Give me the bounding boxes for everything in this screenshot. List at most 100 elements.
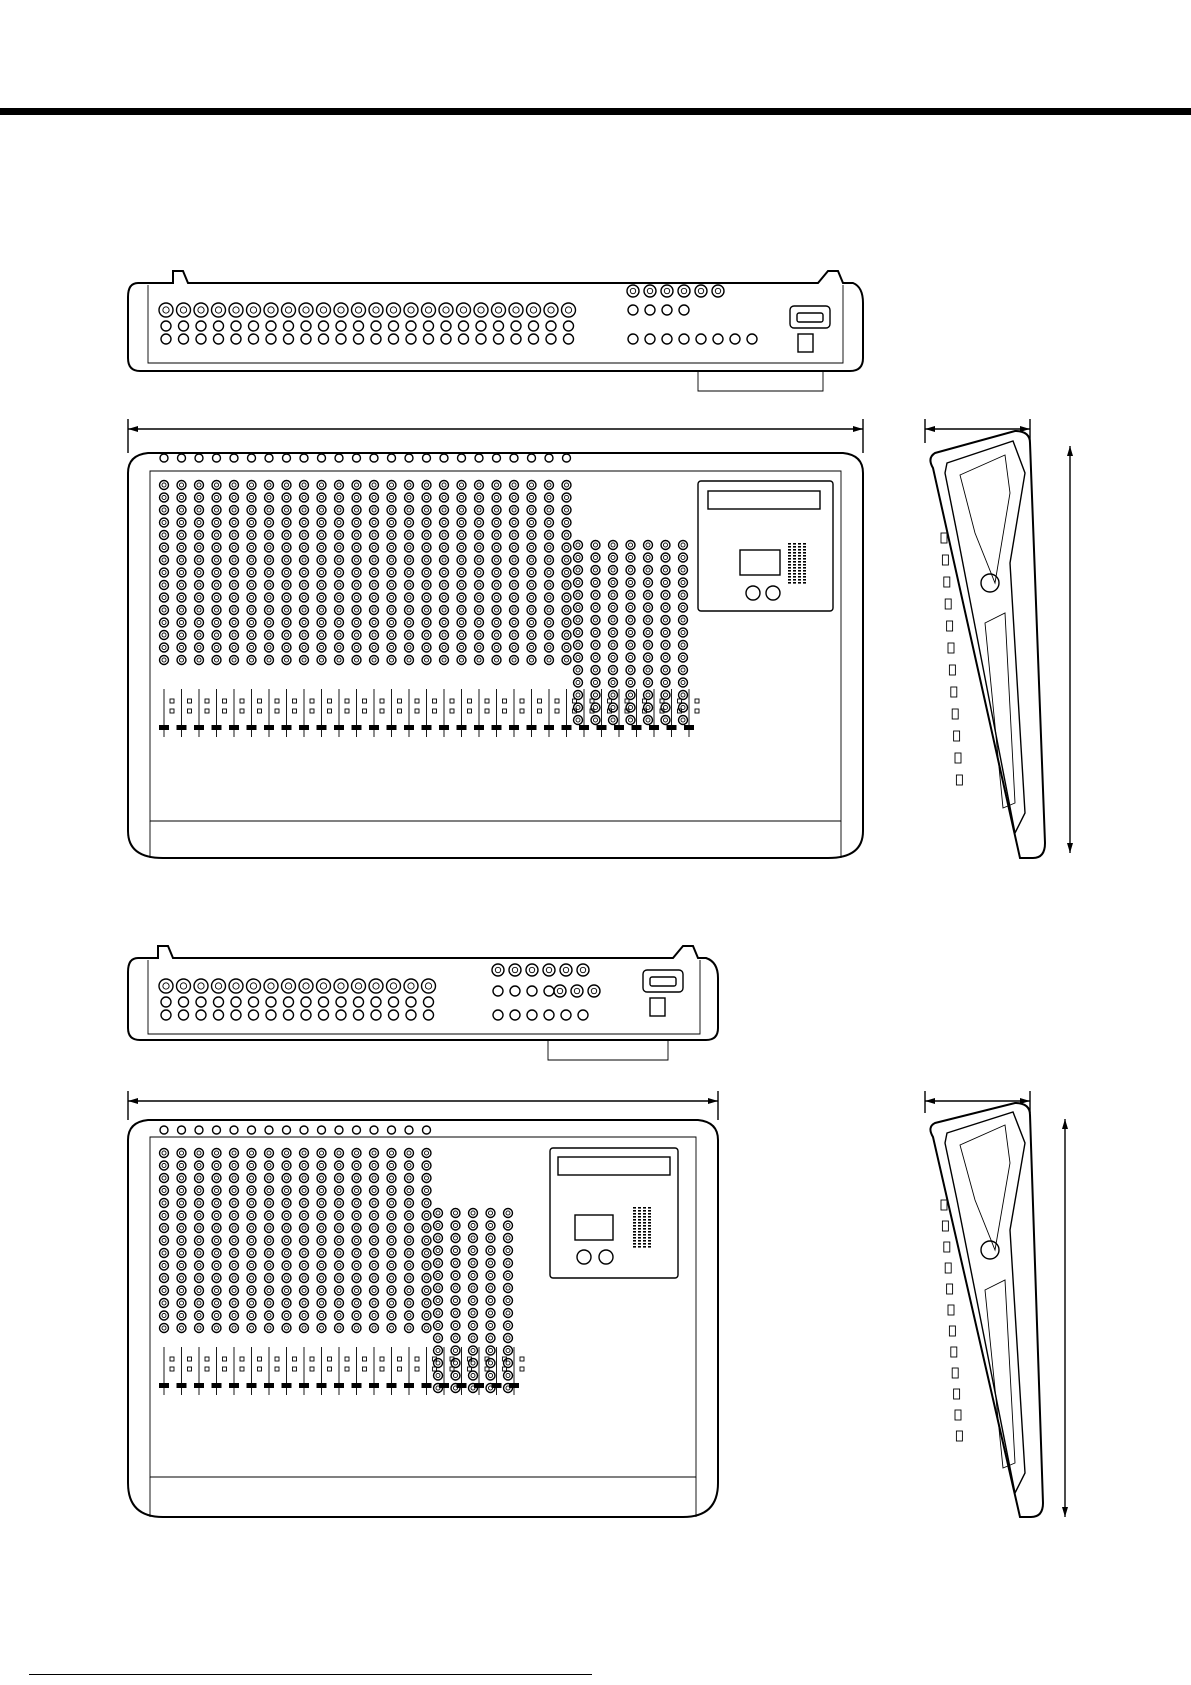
rotary-knob-icon bbox=[661, 553, 670, 562]
rotary-knob-icon bbox=[230, 1174, 239, 1183]
rotary-knob-icon bbox=[661, 628, 670, 637]
rotary-knob-icon bbox=[212, 543, 221, 552]
rotary-knob-icon bbox=[265, 1186, 274, 1195]
rotary-knob-icon bbox=[440, 531, 449, 540]
rotary-knob-icon bbox=[504, 1271, 513, 1280]
rotary-knob-icon bbox=[475, 493, 484, 502]
rotary-knob-icon bbox=[591, 553, 600, 562]
rotary-knob-icon bbox=[317, 1186, 326, 1195]
fader-icon bbox=[159, 725, 169, 730]
rotary-knob-icon bbox=[405, 556, 414, 565]
rotary-knob-icon bbox=[212, 556, 221, 565]
phone-jack-icon bbox=[389, 1010, 399, 1020]
rotary-knob-icon bbox=[282, 1149, 291, 1158]
rotary-knob-icon bbox=[457, 543, 466, 552]
rotary-knob-icon bbox=[212, 1274, 221, 1283]
rotary-knob-icon bbox=[527, 568, 536, 577]
rotary-knob-icon bbox=[504, 1259, 513, 1268]
rotary-knob-icon bbox=[422, 581, 431, 590]
xlr-connector-icon bbox=[212, 979, 226, 993]
rotary-knob-icon bbox=[469, 1246, 478, 1255]
rotary-knob-icon bbox=[422, 543, 431, 552]
fader-icon bbox=[317, 725, 327, 730]
fader-icon bbox=[194, 725, 204, 730]
rotary-knob-icon bbox=[504, 1321, 513, 1330]
rotary-knob-icon bbox=[195, 1224, 204, 1233]
rotary-knob-icon bbox=[370, 1274, 379, 1283]
rotary-knob-icon bbox=[405, 1274, 414, 1283]
rotary-knob-icon bbox=[335, 1199, 344, 1208]
rotary-knob-icon bbox=[422, 1274, 431, 1283]
fader-icon bbox=[387, 725, 397, 730]
rotary-knob-icon bbox=[230, 1199, 239, 1208]
xlr-connector-icon bbox=[369, 979, 383, 993]
rotary-knob-icon bbox=[475, 481, 484, 490]
rotary-knob-icon bbox=[265, 593, 274, 602]
rotary-knob-icon bbox=[335, 1161, 344, 1170]
rotary-knob-icon bbox=[527, 606, 536, 615]
rotary-knob-icon bbox=[352, 581, 361, 590]
rotary-knob-icon bbox=[212, 618, 221, 627]
rotary-knob-icon bbox=[177, 593, 186, 602]
rotary-knob-icon bbox=[177, 1236, 186, 1245]
xlr-connector-icon bbox=[588, 985, 600, 997]
rotary-knob-icon bbox=[160, 593, 169, 602]
xlr-connector-icon bbox=[439, 303, 453, 317]
rotary-knob-icon bbox=[335, 593, 344, 602]
rotary-knob-icon bbox=[661, 678, 670, 687]
rotary-knob-icon bbox=[230, 1186, 239, 1195]
rotary-knob-icon bbox=[510, 493, 519, 502]
rotary-knob-icon bbox=[591, 616, 600, 625]
rotary-knob-icon bbox=[451, 1346, 460, 1355]
rotary-knob-icon bbox=[952, 1368, 958, 1378]
rotary-knob-icon bbox=[370, 643, 379, 652]
rotary-knob-icon bbox=[352, 631, 361, 640]
fader-icon bbox=[597, 725, 607, 730]
rotary-knob-icon bbox=[451, 1371, 460, 1380]
rotary-knob-icon bbox=[746, 586, 760, 600]
rotary-knob-icon bbox=[282, 1324, 291, 1333]
rotary-knob-icon bbox=[661, 578, 670, 587]
rotary-knob-icon bbox=[434, 1271, 443, 1280]
fader-icon bbox=[509, 725, 519, 730]
rotary-knob-icon bbox=[282, 656, 291, 665]
rotary-knob-icon bbox=[527, 556, 536, 565]
rotary-knob-icon bbox=[644, 678, 653, 687]
rotary-knob-icon bbox=[562, 506, 571, 515]
rotary-knob-icon bbox=[644, 591, 653, 600]
rotary-knob-icon bbox=[387, 1261, 396, 1270]
phone-jack-icon bbox=[301, 334, 311, 344]
rotary-knob-icon bbox=[486, 1321, 495, 1330]
rotary-knob-icon bbox=[177, 481, 186, 490]
xlr-connector-icon bbox=[247, 303, 261, 317]
rotary-knob-icon bbox=[177, 493, 186, 502]
rotary-knob-icon bbox=[282, 506, 291, 515]
phone-jack-icon bbox=[510, 986, 520, 996]
phone-jack-icon bbox=[510, 454, 518, 462]
xlr-connector-icon bbox=[177, 303, 191, 317]
phone-jack-icon bbox=[440, 454, 448, 462]
rotary-knob-icon bbox=[300, 481, 309, 490]
fader-icon bbox=[457, 725, 467, 730]
rotary-knob-icon bbox=[510, 643, 519, 652]
rotary-knob-icon bbox=[475, 531, 484, 540]
rotary-knob-icon bbox=[317, 506, 326, 515]
rotary-knob-icon bbox=[247, 531, 256, 540]
rotary-knob-icon bbox=[451, 1309, 460, 1318]
rotary-knob-icon bbox=[440, 643, 449, 652]
rotary-knob-icon bbox=[212, 568, 221, 577]
rotary-knob-icon bbox=[504, 1359, 513, 1368]
phone-jack-icon bbox=[475, 454, 483, 462]
rotary-knob-icon bbox=[352, 1249, 361, 1258]
fader-icon bbox=[404, 1383, 414, 1388]
rotary-knob-icon bbox=[486, 1234, 495, 1243]
rotary-knob-icon bbox=[591, 628, 600, 637]
rotary-knob-icon bbox=[160, 1161, 169, 1170]
rotary-knob-icon bbox=[434, 1259, 443, 1268]
rotary-knob-icon bbox=[177, 1286, 186, 1295]
rotary-knob-icon bbox=[492, 493, 501, 502]
rotary-knob-icon bbox=[387, 581, 396, 590]
phone-jack-icon bbox=[406, 334, 416, 344]
rotary-knob-icon bbox=[591, 691, 600, 700]
phone-jack-icon bbox=[319, 321, 329, 331]
